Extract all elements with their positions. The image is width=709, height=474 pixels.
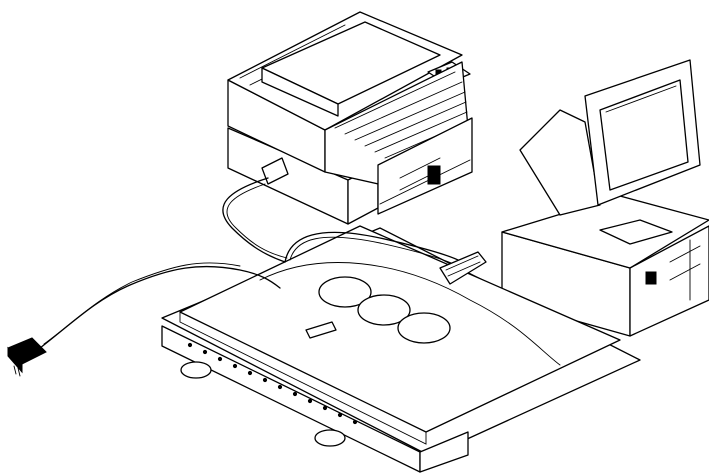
scanner-foot-2 bbox=[315, 430, 345, 446]
desktop-computer-icon bbox=[502, 60, 709, 336]
scanner-button-3 bbox=[398, 313, 450, 343]
printer-icon bbox=[228, 12, 472, 224]
scanner-foot-1 bbox=[181, 362, 211, 378]
